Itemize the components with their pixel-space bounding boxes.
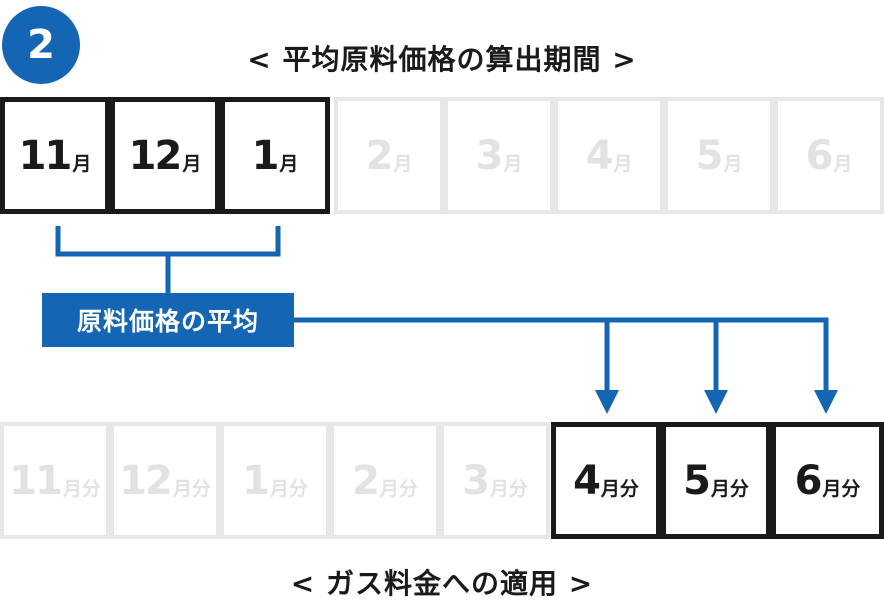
- month-unit: 月分: [822, 478, 861, 500]
- month-unit: 月分: [269, 478, 308, 500]
- month-unit: 月: [279, 153, 299, 175]
- month-number: 6: [805, 132, 834, 179]
- month-unit: 月: [182, 153, 202, 175]
- month-number: 1: [242, 457, 270, 504]
- arrow-head-may: [704, 390, 728, 414]
- step-number: 2: [27, 22, 55, 68]
- month-unit: 月分: [600, 478, 639, 500]
- month-number: 4: [573, 457, 601, 504]
- month-unit: 月: [503, 153, 523, 175]
- month-unit: 月分: [62, 478, 101, 500]
- month-number: 3: [462, 457, 490, 504]
- month-unit: 月分: [379, 478, 418, 500]
- step-number-badge: 2: [2, 6, 80, 84]
- month-number: 6: [794, 457, 823, 504]
- month-unit: 月: [723, 153, 743, 175]
- calculation-period-caption: < 平均原料価格の算出期間 >: [247, 43, 637, 76]
- application-caption: < ガス料金への適用 >: [290, 567, 594, 600]
- month-number: 11: [18, 132, 73, 179]
- average-bracket: [55, 226, 281, 257]
- month-number: 3: [475, 132, 504, 179]
- month-number: 4: [585, 132, 614, 179]
- distribution-line: [294, 317, 829, 395]
- month-unit: 月: [72, 153, 92, 175]
- month-number: 5: [683, 457, 711, 504]
- arrow-head-april: [595, 390, 619, 414]
- month-number: 12: [119, 457, 173, 504]
- month-number: 5: [695, 132, 724, 179]
- month-unit: 月分: [710, 478, 749, 500]
- month-unit: 月分: [172, 478, 211, 500]
- month-number: 2: [365, 132, 394, 179]
- month-number: 1: [251, 132, 280, 179]
- month-unit: 月分: [489, 478, 528, 500]
- month-unit: 月: [833, 153, 853, 175]
- month-number: 11: [9, 457, 63, 504]
- month-number: 2: [352, 457, 380, 504]
- arrow-head-june: [814, 390, 838, 414]
- month-unit: 月: [613, 153, 633, 175]
- month-number: 12: [128, 132, 183, 179]
- average-price-label: 原料価格の平均: [42, 293, 294, 347]
- month-unit: 月: [393, 153, 413, 175]
